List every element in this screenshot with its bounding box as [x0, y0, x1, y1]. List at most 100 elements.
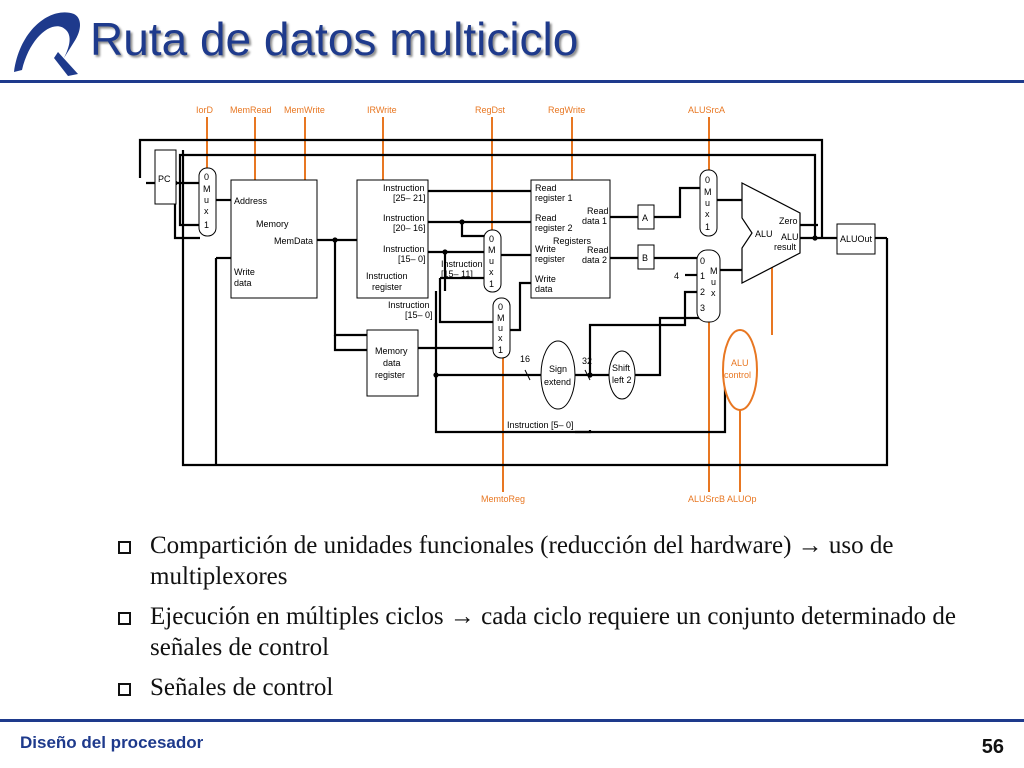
bits-32: 32 [582, 356, 592, 366]
mux-memtoreg-1: 1 [498, 345, 503, 355]
register-b-label: B [642, 253, 648, 263]
memory-data-register [366, 329, 419, 397]
reg-register1: register 1 [535, 193, 573, 203]
reg-write-2: Write [535, 274, 556, 284]
reg-data2: data 2 [582, 255, 607, 265]
bullet-item: Compartición de unidades funcionales (re… [118, 530, 998, 592]
mux-regdst-x: x [489, 267, 494, 277]
memory-address: Address [234, 196, 268, 206]
bullet-item: Ejecución en múltiples ciclos → cada cic… [118, 601, 998, 663]
mux-regdst-u: u [489, 256, 494, 266]
mux-memtoreg-u: u [498, 323, 503, 333]
reg-name: Registers [553, 236, 592, 246]
ir-15-11-instr: Instruction [441, 259, 483, 269]
bullet-item: Señales de control [118, 672, 998, 703]
mux-alusrca-1: 1 [705, 222, 710, 232]
mux-memtoreg-m: M [497, 313, 505, 323]
control-label-regwrite: RegWrite [548, 105, 585, 115]
mux-memtoreg-x: x [498, 333, 503, 343]
mux-alusrcb-0: 0 [700, 256, 705, 266]
memory-data: data [234, 278, 252, 288]
ir-15-0-instr: Instruction [388, 300, 430, 310]
alu-zero: Zero [779, 216, 798, 226]
instruction-register [356, 179, 429, 299]
control-label-regdst: RegDst [475, 105, 506, 115]
bullet-text: Ejecución en múltiples ciclos → cada cic… [150, 603, 956, 661]
datapath-wires [138, 138, 889, 467]
memory-memdata: MemData [274, 236, 313, 246]
mux-alusrcb-2: 2 [700, 287, 705, 297]
footer-label: Diseño del procesador [20, 733, 204, 752]
ir-register: register [372, 282, 402, 292]
title-divider [0, 80, 1024, 83]
mux-memtoreg [492, 297, 511, 359]
reg-read-data1: Read [587, 206, 609, 216]
control-lines [206, 117, 773, 492]
datapath-diagram: IorD MemRead MemWrite IRWrite RegDst Reg… [138, 105, 889, 504]
control-label-alusrca: ALUSrcA [688, 105, 725, 115]
shift-left-shift: Shift [612, 363, 631, 373]
aluout-label: ALUOut [840, 234, 873, 244]
constant-four: 4 [674, 271, 679, 281]
mux-regdst-0: 0 [489, 234, 494, 244]
shift-left-2 [608, 350, 636, 400]
mdr-memory: Memory [375, 346, 408, 356]
reg-write-data: data [535, 284, 553, 294]
alu-result: result [774, 242, 797, 252]
bits-16: 16 [520, 354, 530, 364]
register-a [637, 204, 655, 230]
mux-regdst-m: M [488, 245, 496, 255]
register-a-label: A [642, 213, 648, 223]
bullet-list: Compartición de unidades funcionales (re… [118, 530, 998, 712]
reg-register2: register 2 [535, 223, 573, 233]
alu-control [722, 329, 758, 411]
sign-extend-sign: Sign [549, 364, 567, 374]
mux-iord-0: 0 [204, 172, 209, 182]
register-b [637, 244, 655, 270]
mux-alusrca-m: M [704, 187, 712, 197]
alu-alu-label: ALU [781, 232, 799, 242]
bullet-text: Compartición de unidades funcionales (re… [150, 532, 894, 590]
mdr-register: register [375, 370, 405, 380]
ir-instr-1: Instruction [383, 183, 425, 193]
control-label-alusrcb-aluop: ALUSrcB ALUOp [688, 494, 757, 504]
bullet-text: Señales de control [150, 674, 334, 701]
control-label-memwrite: MemWrite [284, 105, 325, 115]
control-labels: IorD MemRead MemWrite IRWrite RegDst Reg… [196, 105, 757, 504]
mux-memtoreg-0: 0 [498, 302, 503, 312]
mux-alusrcb-m: M [710, 266, 718, 276]
mux-iord-u: u [204, 195, 209, 205]
mdr-data: data [383, 358, 401, 368]
mux-alusrcb-u: u [711, 277, 716, 287]
ir-name: Instruction [366, 271, 408, 281]
control-label-iord: IorD [196, 105, 214, 115]
mux-alusrca-u: u [705, 198, 710, 208]
footer-divider [0, 719, 1024, 722]
ir-15-11: [15– 11] [441, 269, 473, 279]
sign-extend [540, 340, 576, 410]
reg-read-2: Read [535, 213, 557, 223]
alu-control-alu: ALU [731, 358, 749, 368]
shift-left-left2: left 2 [612, 375, 632, 385]
reg-write: Write [535, 244, 556, 254]
ir-instr-3: Instruction [383, 244, 425, 254]
mux-alusrca [699, 169, 718, 237]
alu-name: ALU [755, 229, 773, 239]
mux-regdst-1: 1 [489, 279, 494, 289]
reg-write-register: register [535, 254, 565, 264]
page-number: 56 [981, 736, 1004, 758]
memory-write: Write [234, 267, 255, 277]
ir-instr-2: Instruction [383, 213, 425, 223]
ir-20-16: [20– 16] [393, 223, 426, 233]
bullet-box-icon [118, 541, 131, 554]
mux-iord-1: 1 [204, 220, 209, 230]
logo [14, 12, 80, 76]
pc-label: PC [158, 174, 171, 184]
bullet-box-icon [118, 683, 131, 696]
mux-alusrca-x: x [705, 209, 710, 219]
control-label-memtoreg: MemtoReg [481, 494, 525, 504]
mux-iord-m: M [203, 184, 211, 194]
wire-junctions [172, 180, 818, 378]
memory-block [230, 179, 318, 299]
ir-15-0-bottom: [15– 0] [405, 310, 433, 320]
